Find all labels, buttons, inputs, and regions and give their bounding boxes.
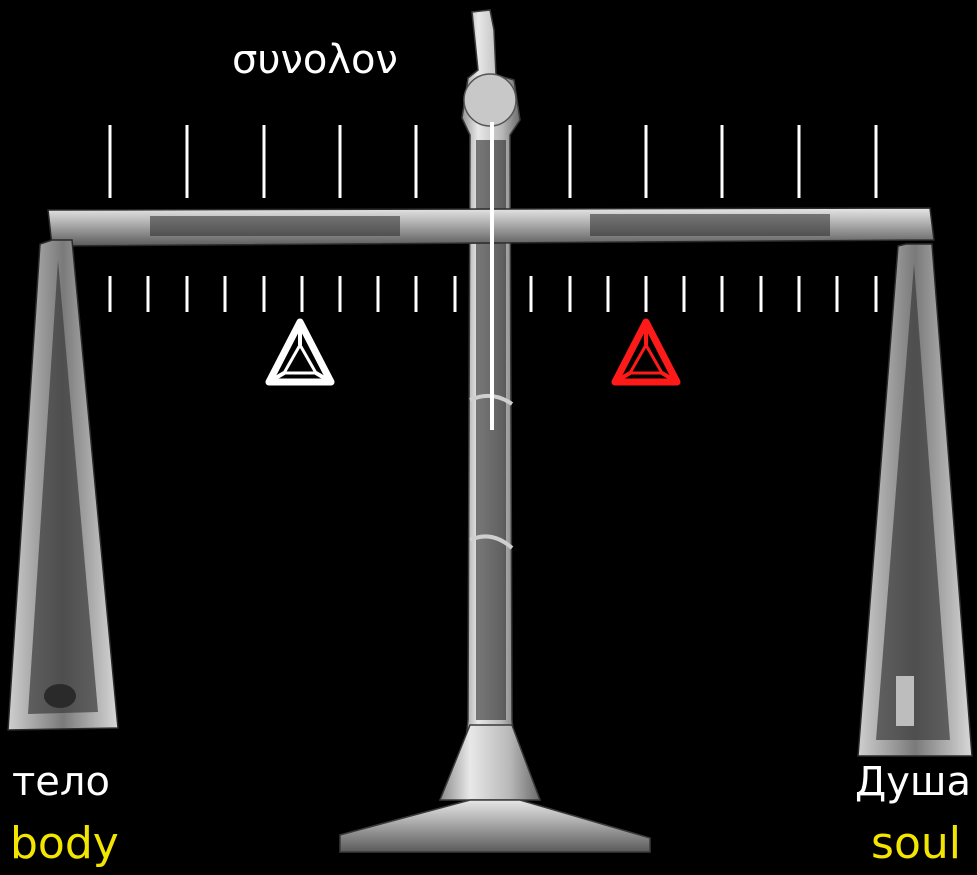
right-pan-label-english: soul bbox=[871, 822, 961, 866]
tetrahedron-icon bbox=[615, 322, 677, 382]
right-pan bbox=[858, 244, 972, 756]
left-pan-label-english: body bbox=[10, 822, 119, 866]
left-pan bbox=[8, 240, 118, 730]
diagram-title: συνολον bbox=[232, 40, 398, 80]
left-pan-label-russian: тело bbox=[12, 762, 110, 802]
right-pan-label-russian: Душа bbox=[855, 762, 971, 802]
tetrahedron-icon bbox=[269, 322, 331, 382]
scale-column bbox=[340, 10, 650, 852]
